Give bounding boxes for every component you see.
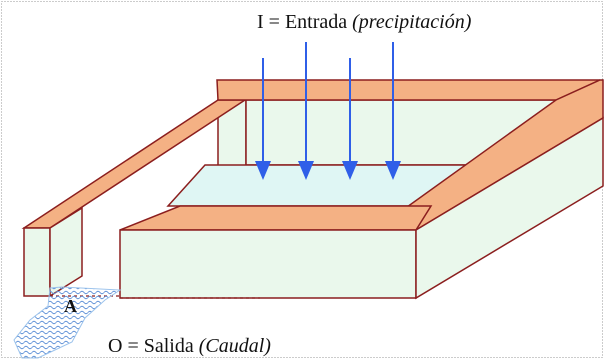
left-block-front (23, 227, 51, 297)
down-arrow-icon (298, 42, 314, 180)
input-label-prefix: I = Entrada (257, 11, 352, 33)
down-arrow-icon (385, 42, 401, 180)
input-label: I = Entrada (precipitación) (257, 11, 472, 33)
left-block-side (49, 206, 83, 298)
input-label-detail: (precipitación) (352, 11, 472, 33)
right-block-side (415, 116, 604, 300)
down-arrow-icon (342, 58, 358, 180)
wavy-outflow-arrow-icon (13, 286, 122, 359)
front-rim-top (119, 205, 433, 231)
rain-arrows (255, 42, 401, 180)
front-block-front (119, 229, 417, 299)
output-label-detail: (Caudal) (199, 335, 272, 357)
down-arrow-icon (255, 58, 271, 180)
back-rim-top (216, 79, 601, 101)
output-label: O = Salida (Caudal) (108, 335, 271, 357)
point-label: A (64, 296, 77, 316)
output-label-prefix: O = Salida (108, 335, 199, 357)
